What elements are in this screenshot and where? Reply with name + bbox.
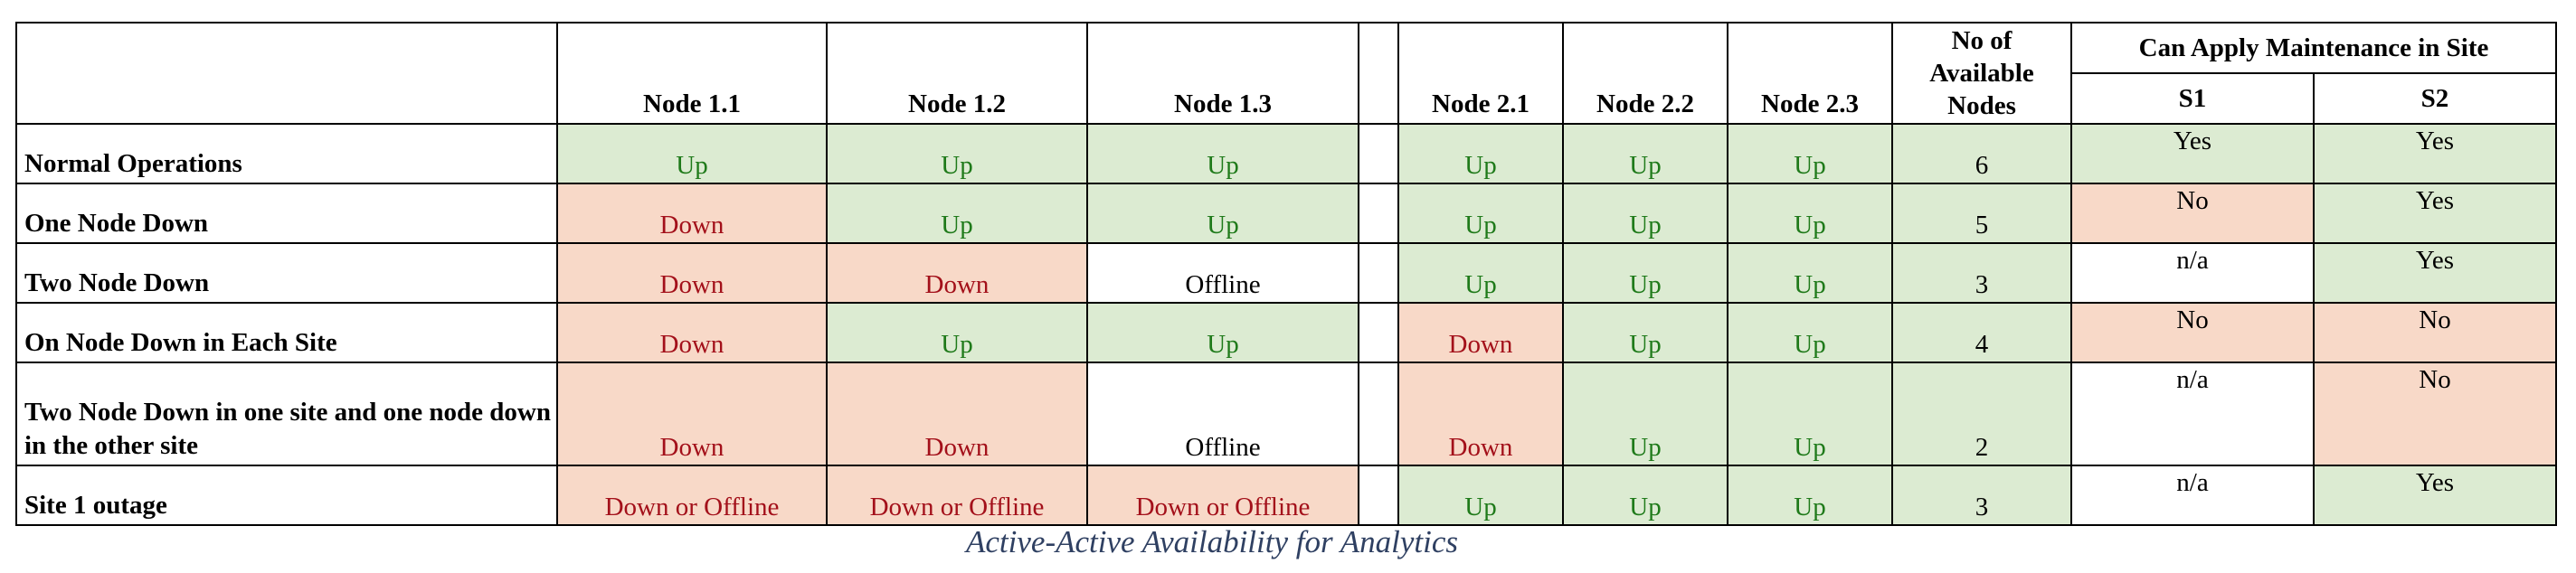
node-header: Node 2.3: [1727, 22, 1893, 125]
node-status-cell: Down: [826, 362, 1088, 466]
node-status-cell: Up: [1727, 183, 1893, 244]
node-status-cell: Up: [1397, 242, 1564, 304]
node-status-cell: Down or Offline: [826, 465, 1088, 526]
availability-table: Node 1.1 Node 1.2 Node 1.3 Node 2.1 Node…: [15, 22, 2557, 526]
node-status-cell: Up: [556, 123, 828, 184]
node-status-cell: Up: [1086, 123, 1359, 184]
site-separator-cell: [1358, 302, 1399, 363]
site-header-s1: S1: [2070, 72, 2315, 125]
scenario-label: Two Node Down: [15, 242, 558, 304]
node-status-cell: Up: [1727, 302, 1893, 363]
maintenance-s2-cell: Yes: [2313, 183, 2557, 244]
node-status-cell: Up: [1086, 302, 1359, 363]
site-separator-cell: [1358, 362, 1399, 466]
maintenance-s1-cell: n/a: [2070, 362, 2315, 466]
available-count: 6: [1891, 123, 2072, 184]
maintenance-group-header: Can Apply Maintenance in Site: [2070, 22, 2557, 74]
node-status-cell: Up: [1562, 465, 1728, 526]
site-header-s2: S2: [2313, 72, 2557, 125]
maintenance-s2-cell: Yes: [2313, 242, 2557, 304]
site-separator-cell: [1358, 123, 1399, 184]
node-status-cell: Up: [1727, 242, 1893, 304]
node-header: Node 1.3: [1086, 22, 1359, 125]
node-header: Node 1.1: [556, 22, 828, 125]
node-status-cell: Down: [556, 242, 828, 304]
node-status-cell: Down or Offline: [556, 465, 828, 526]
maintenance-s2-cell: No: [2313, 362, 2557, 466]
node-status-cell: Up: [826, 123, 1088, 184]
site-separator-header: [1358, 22, 1399, 125]
scenario-label: Two Node Down in one site and one node d…: [15, 362, 558, 466]
site-separator-cell: [1358, 242, 1399, 304]
node-status-cell: Down: [556, 183, 828, 244]
available-count: 2: [1891, 362, 2072, 466]
maintenance-s1-cell: n/a: [2070, 242, 2315, 304]
maintenance-s2-cell: Yes: [2313, 123, 2557, 184]
node-status-cell: Offline: [1086, 242, 1359, 304]
node-status-cell: Up: [1562, 362, 1728, 466]
site-separator-cell: [1358, 183, 1399, 244]
maintenance-s2-cell: No: [2313, 302, 2557, 363]
node-status-cell: Up: [826, 302, 1088, 363]
node-status-cell: Down or Offline: [1086, 465, 1359, 526]
header-row-sites: S1 S2: [16, 72, 2557, 125]
scenario-label: One Node Down: [15, 183, 558, 244]
scenario-header-cell: [15, 22, 558, 125]
node-status-cell: Up: [1727, 362, 1893, 466]
node-status-cell: Up: [1727, 465, 1893, 526]
maintenance-s1-cell: No: [2070, 302, 2315, 363]
maintenance-s2-cell: Yes: [2313, 465, 2557, 526]
node-status-cell: Up: [1562, 123, 1728, 184]
maintenance-s1-cell: No: [2070, 183, 2315, 244]
node-status-cell: Up: [1727, 123, 1893, 184]
node-status-cell: Up: [1086, 183, 1359, 244]
available-nodes-header: No of Available Nodes: [1891, 22, 2072, 125]
node-status-cell: Up: [1397, 183, 1564, 244]
header-row-top: Node 1.1 Node 1.2 Node 1.3 Node 2.1 Node…: [15, 22, 2557, 125]
node-status-cell: Up: [1562, 302, 1728, 363]
node-status-cell: Up: [1562, 183, 1728, 244]
available-count: 3: [1891, 242, 2072, 304]
node-status-cell: Offline: [1086, 362, 1359, 466]
maintenance-s1-cell: n/a: [2070, 465, 2315, 526]
node-status-cell: Up: [1397, 123, 1564, 184]
table-caption: Active-Active Availability for Analytics: [966, 524, 1458, 559]
node-status-cell: Up: [826, 183, 1088, 244]
scenario-label: On Node Down in Each Site: [15, 302, 558, 363]
node-status-cell: Down: [1397, 302, 1564, 363]
node-status-cell: Down: [556, 302, 828, 363]
scenario-label: Site 1 outage: [15, 465, 558, 526]
node-status-cell: Down: [556, 362, 828, 466]
node-status-cell: Up: [1562, 242, 1728, 304]
node-status-cell: Down: [826, 242, 1088, 304]
node-header: Node 2.2: [1562, 22, 1728, 125]
node-header: Node 2.1: [1397, 22, 1564, 125]
available-count: 4: [1891, 302, 2072, 363]
scenario-label: Normal Operations: [15, 123, 558, 184]
node-status-cell: Up: [1397, 465, 1564, 526]
site-separator-cell: [1358, 465, 1399, 526]
node-header: Node 1.2: [826, 22, 1088, 125]
table-row: Two Node Down in one site and one node d…: [15, 362, 2557, 466]
maintenance-s1-cell: Yes: [2070, 123, 2315, 184]
node-status-cell: Down: [1397, 362, 1564, 466]
available-count: 5: [1891, 183, 2072, 244]
available-count: 3: [1891, 465, 2072, 526]
